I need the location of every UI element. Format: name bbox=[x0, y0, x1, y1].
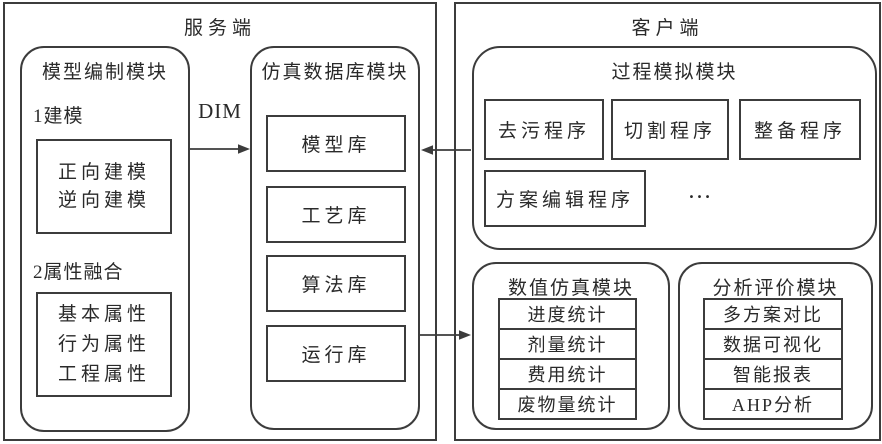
reverse-modeling-label: 逆向建模 bbox=[57, 189, 150, 211]
scheme-editing-program-box: 方案编辑程序 bbox=[484, 170, 646, 227]
dim-label: DIM bbox=[198, 99, 242, 123]
forward-modeling-label: 正向建模 bbox=[57, 161, 150, 183]
modeling-section-label: 1建模 bbox=[33, 106, 84, 127]
attribute-section-label: 2属性融合 bbox=[33, 262, 124, 283]
smart-report-row: 智能报表 bbox=[703, 358, 843, 390]
numeric-rows: 进度统计 剂量统计 费用统计 废物量统计 bbox=[498, 298, 637, 420]
model-module-title: 模型编制模块 bbox=[41, 62, 168, 83]
server-container: 服务端 bbox=[3, 2, 437, 441]
engineering-attribute-label: 工程属性 bbox=[57, 363, 150, 385]
preparation-program-box: 整备程序 bbox=[739, 99, 861, 160]
data-visualization-row: 数据可视化 bbox=[703, 328, 843, 360]
process-library-box: 工艺库 bbox=[266, 186, 406, 243]
ellipsis-label: … bbox=[687, 178, 715, 204]
server-title: 服务端 bbox=[183, 18, 256, 39]
process-simulation-module: 过程模拟模块 去污程序 切割程序 整备程序 方案编辑程序 … bbox=[472, 46, 877, 250]
numeric-module-title: 数值仿真模块 bbox=[507, 278, 634, 299]
basic-attribute-label: 基本属性 bbox=[57, 303, 150, 325]
progress-statistics-row: 进度统计 bbox=[498, 298, 637, 330]
modeling-box: 正向建模 逆向建模 bbox=[36, 139, 172, 234]
model-compilation-module: 模型编制模块 1建模 正向建模 逆向建模 2属性融合 基本属性 行为属性 工程属… bbox=[20, 46, 190, 432]
cutting-program-box: 切割程序 bbox=[611, 99, 729, 160]
db-module-title: 仿真数据库模块 bbox=[261, 62, 409, 83]
cost-statistics-row: 费用统计 bbox=[498, 358, 637, 390]
decontamination-program-box: 去污程序 bbox=[484, 99, 604, 160]
simulation-database-module: 仿真数据库模块 模型库 工艺库 算法库 运行库 bbox=[250, 46, 420, 430]
ahp-analysis-row: AHP分析 bbox=[703, 388, 843, 420]
client-title: 客户端 bbox=[631, 18, 704, 39]
analysis-evaluation-module: 分析评价模块 多方案对比 数据可视化 智能报表 AHP分析 bbox=[678, 262, 873, 430]
attribute-box: 基本属性 行为属性 工程属性 bbox=[36, 292, 172, 397]
model-library-box: 模型库 bbox=[266, 115, 406, 172]
analysis-rows: 多方案对比 数据可视化 智能报表 AHP分析 bbox=[703, 298, 843, 420]
numerical-simulation-module: 数值仿真模块 进度统计 剂量统计 费用统计 废物量统计 bbox=[472, 262, 670, 430]
analysis-module-title: 分析评价模块 bbox=[712, 278, 839, 299]
algorithm-library-box: 算法库 bbox=[266, 255, 406, 312]
client-container: 客户端 bbox=[454, 2, 881, 441]
runtime-library-box: 运行库 bbox=[266, 325, 406, 382]
behavior-attribute-label: 行为属性 bbox=[57, 333, 150, 355]
process-module-title: 过程模拟模块 bbox=[611, 62, 738, 83]
multi-scheme-comparison-row: 多方案对比 bbox=[703, 298, 843, 330]
dose-statistics-row: 剂量统计 bbox=[498, 328, 637, 360]
waste-statistics-row: 废物量统计 bbox=[498, 388, 637, 420]
